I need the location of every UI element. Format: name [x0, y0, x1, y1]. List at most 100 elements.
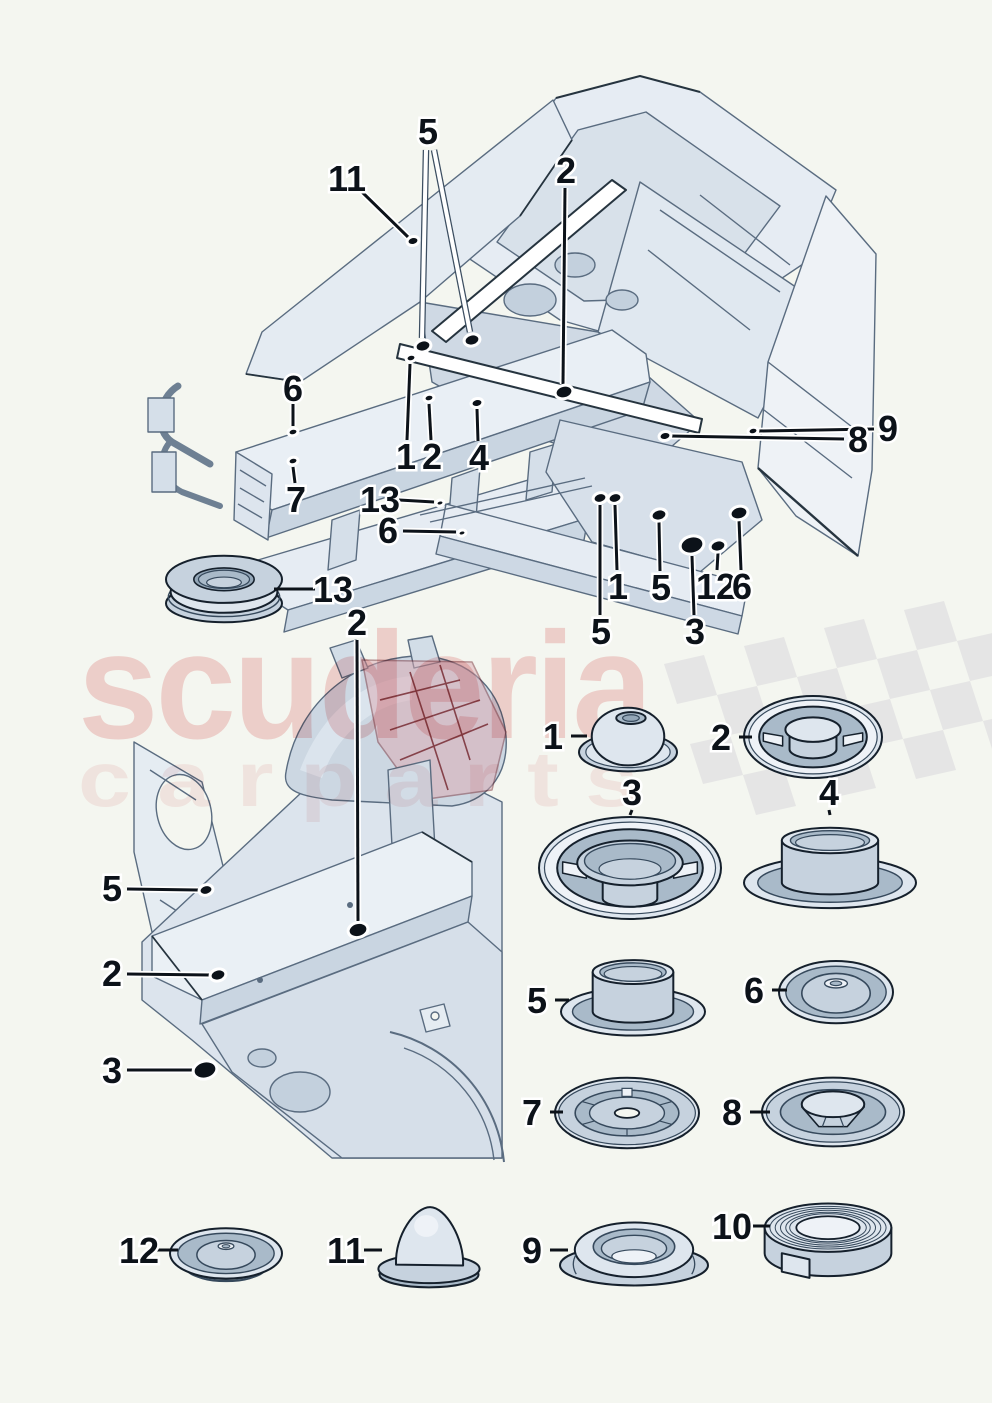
- body-art-shape: [715, 552, 720, 571]
- plug-location-dot: [286, 426, 300, 438]
- body-art-shape: [605, 289, 639, 311]
- part-number: 11: [327, 1230, 365, 1271]
- part-item-9: 9: [519, 1221, 709, 1287]
- plug-location-dot: [462, 332, 482, 348]
- body-art-shape: [590, 706, 666, 767]
- callout-6-d1: 6: [728, 504, 755, 610]
- body-art-shape: [475, 408, 480, 442]
- callout-12-d1: 12: [693, 538, 739, 610]
- callout-number: 13: [360, 479, 400, 520]
- part-item-5: 5: [524, 959, 706, 1037]
- body-art-shape: [379, 664, 489, 791]
- part-number: 8: [722, 1092, 742, 1133]
- callout-8-d1: 8: [657, 417, 871, 463]
- body-art-shape: [355, 639, 360, 922]
- callout-number: 5: [102, 868, 122, 909]
- callout-number: 2: [102, 953, 122, 994]
- body-art-shape: [347, 902, 353, 908]
- body-art-shape: [581, 1120, 595, 1126]
- body-art-shape: [779, 1209, 877, 1246]
- callout-number: 12: [696, 566, 736, 607]
- body-art-shape: [774, 1207, 882, 1248]
- checker-square: [690, 735, 743, 784]
- body-art-shape: [603, 965, 663, 982]
- body-art-shape: [737, 519, 743, 571]
- checker-square: [664, 655, 717, 704]
- callout-2-d1: 2: [419, 392, 445, 480]
- body-art-shape: [405, 363, 412, 441]
- body-art-shape: [763, 361, 857, 479]
- plug-location-dot: [469, 396, 485, 410]
- callout-number: 1: [396, 436, 416, 477]
- callout-number: 3: [102, 1050, 122, 1091]
- part-item-12: 12: [116, 1227, 283, 1283]
- body-art-shape: [561, 187, 567, 385]
- body-art-shape: [245, 139, 573, 383]
- body-art-shape: [762, 732, 784, 747]
- body-art-shape: [247, 1048, 277, 1068]
- body-art-shape: [581, 1100, 595, 1106]
- body-art-shape: [221, 1244, 231, 1249]
- body-art-shape: [126, 887, 199, 892]
- callout-number: 7: [286, 479, 306, 520]
- callout-number: 2: [556, 150, 576, 191]
- part-number: 10: [712, 1206, 752, 1247]
- callout-number: 6: [732, 566, 752, 607]
- body-art-shape: [403, 1047, 495, 1161]
- callout-3-d2: 3: [99, 1048, 219, 1094]
- body-art-shape: [147, 397, 175, 433]
- body-art-shape: [800, 972, 871, 1014]
- part-number: 5: [527, 980, 547, 1021]
- body-art-shape: [432, 149, 472, 333]
- body-art-shape: [780, 839, 880, 896]
- callout-2-d1: 2: [553, 148, 579, 401]
- body-art-shape: [758, 427, 875, 433]
- body-art-shape: [613, 1107, 641, 1119]
- plug-location-dot: [208, 967, 228, 983]
- callout-number: 2: [347, 602, 367, 643]
- checker-square: [743, 766, 796, 815]
- checker-square: [824, 619, 877, 668]
- callout-6-d1: 6: [280, 366, 306, 438]
- plug-location-dot: [553, 383, 575, 401]
- callout-5-d1: 5: [413, 109, 482, 354]
- callout-3-d1: 3: [678, 534, 708, 655]
- body-art-shape: [427, 403, 433, 441]
- body-art-shape: [757, 467, 859, 557]
- callout-5-d1: 5: [588, 491, 614, 655]
- callout-2-d2: 2: [344, 600, 370, 940]
- part-label-line: [628, 809, 634, 816]
- plug-location-dot: [708, 538, 728, 554]
- plug-location-dot: [657, 429, 673, 443]
- body-art-shape: [659, 1120, 673, 1126]
- part-item-6: 6: [741, 959, 894, 1025]
- body-art-shape: [780, 1252, 811, 1279]
- callout-2-d2: 2: [99, 951, 228, 997]
- plug-location-dot: [591, 491, 609, 505]
- body-art-shape: [794, 834, 865, 851]
- body-art-shape: [155, 773, 213, 851]
- plug-location-dot: [191, 1059, 219, 1081]
- body-art-shape: [572, 1253, 696, 1275]
- callout-number: 11: [328, 158, 366, 199]
- plug-location-dot: [649, 507, 669, 523]
- callout-5-d2: 5: [99, 866, 215, 912]
- body-art-shape: [269, 1071, 331, 1113]
- part-number: 4: [819, 772, 839, 813]
- body-art-shape: [795, 1215, 861, 1241]
- plug-location-dot: [422, 392, 436, 404]
- callout-number: 4: [469, 437, 489, 478]
- checker-square: [744, 637, 797, 686]
- body-art-shape: [591, 971, 675, 1024]
- body-art-shape: [206, 576, 243, 589]
- body-art-shape: [785, 1211, 871, 1244]
- body-art-shape: [389, 1031, 505, 1163]
- callout-11-d1: 11: [325, 156, 421, 248]
- plug-location-dot: [197, 883, 215, 897]
- body-art-shape: [402, 529, 457, 534]
- part-item-7: 7: [519, 1076, 700, 1150]
- part-number: 3: [622, 772, 642, 813]
- body-art-shape: [657, 521, 662, 572]
